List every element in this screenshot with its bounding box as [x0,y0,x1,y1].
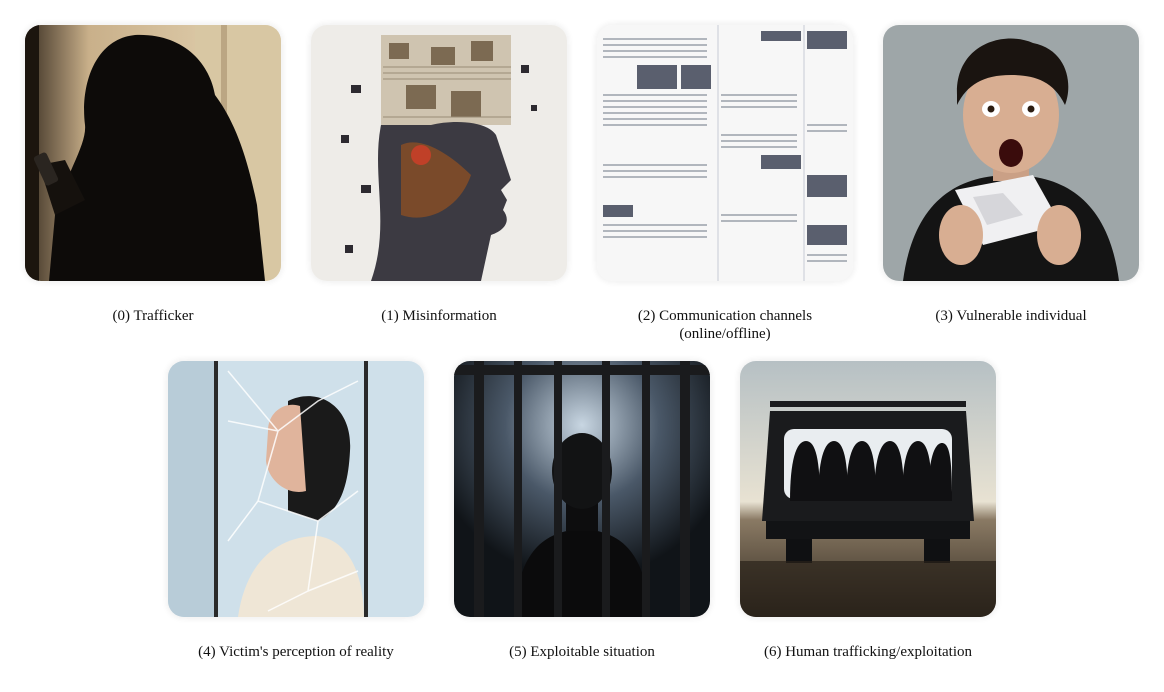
caption-human-trafficking: (6) Human trafficking/exploitation [763,644,972,660]
caption-exploitable-situation: (5) Exploitable situation [509,644,655,660]
caption-communication-channels: (2) Communication channels (online/offli… [637,308,813,342]
trafficker-image [25,25,281,281]
caption-misinformation: (1) Misinformation [381,308,497,324]
victims-perception-image [168,361,424,617]
vulnerable-individual-image [883,25,1139,281]
communication-channels-image [597,25,853,281]
human-trafficking-image [740,361,996,617]
exploitable-situation-image [454,361,710,617]
caption-victims-perception: (4) Victim's perception of reality [198,644,394,660]
misinformation-image [311,25,567,281]
caption-trafficker: (0) Trafficker [112,308,194,324]
caption-vulnerable-individual: (3) Vulnerable individual [935,308,1087,324]
